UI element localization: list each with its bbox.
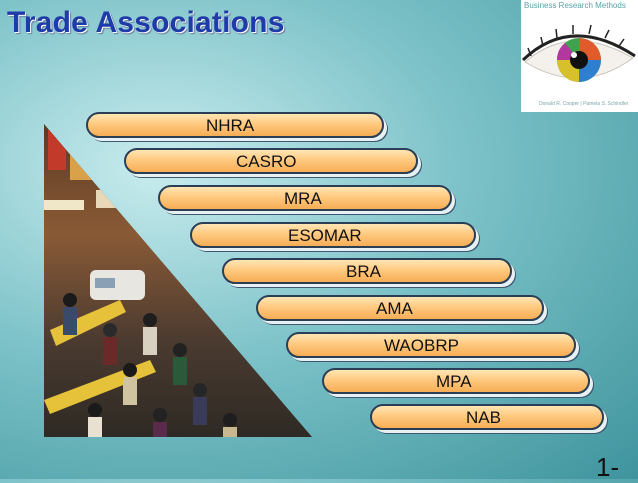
book-cover-authors: Donald R. Cooper | Pamela S. Schindler <box>539 101 629 107</box>
association-label: NHRA <box>206 116 255 135</box>
association-bar: WAOBRP <box>286 332 576 358</box>
book-cover-title: Business Research Methods <box>524 1 626 10</box>
association-label: CASRO <box>236 152 297 171</box>
book-cover-image: Business Research Methods Donald R. Coop… <box>521 0 638 112</box>
association-bar: NHRA <box>86 112 384 138</box>
association-label: AMA <box>376 299 413 318</box>
association-bar: MRA <box>158 185 452 211</box>
slide-number: 1- <box>596 452 620 482</box>
association-bar: AMA <box>256 295 544 321</box>
association-label: NAB <box>466 408 501 427</box>
eye-icon <box>521 24 636 82</box>
slide-title: Trade Associations <box>7 6 285 39</box>
association-label: MRA <box>284 189 322 208</box>
association-label: MPA <box>436 372 472 391</box>
association-bar: BRA <box>222 258 512 284</box>
association-bar: ESOMAR <box>190 222 476 248</box>
association-bar: CASRO <box>124 148 418 174</box>
association-label: ESOMAR <box>288 226 362 245</box>
association-label: BRA <box>346 262 381 281</box>
association-bar: MPA <box>322 368 590 394</box>
association-label: WAOBRP <box>384 336 459 355</box>
association-bar: NAB <box>370 404 604 430</box>
